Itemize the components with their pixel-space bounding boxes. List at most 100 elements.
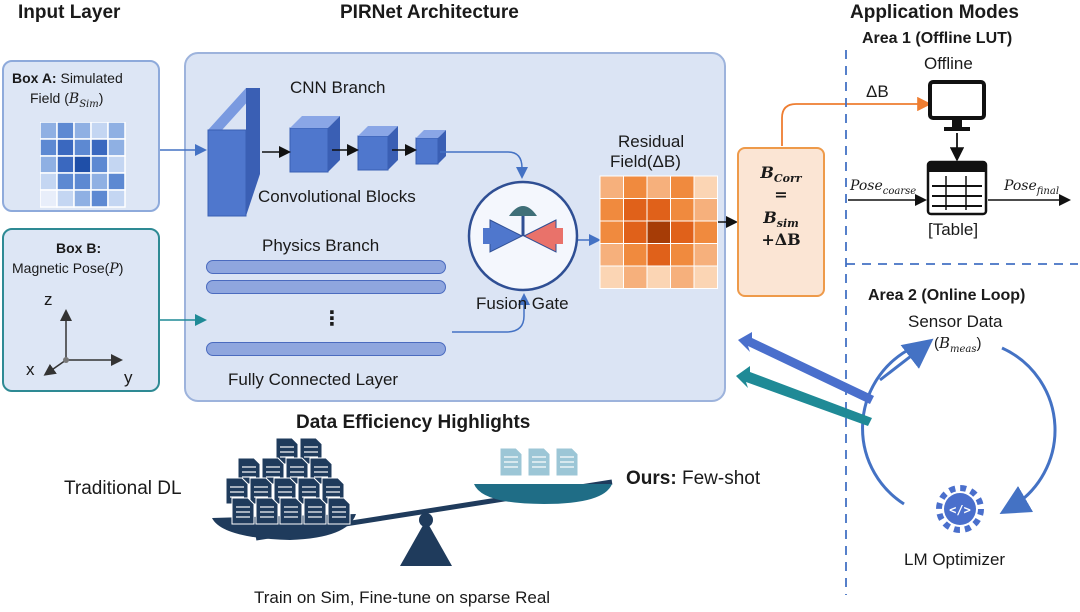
- feedback-arrow-teal: [736, 366, 872, 426]
- coordinate-axes: [43, 309, 123, 376]
- residual-heatmap-cell: [670, 198, 695, 222]
- residual-heatmap-cell: [670, 243, 695, 267]
- document-icon: [303, 497, 327, 525]
- pose-final-symbol: Pose: [1004, 178, 1037, 194]
- residual-heatmap-cell: [646, 175, 671, 199]
- pose-coarse-symbol: Pose: [850, 178, 883, 194]
- residual-heatmap-cell: [646, 243, 671, 267]
- residual-heatmap-cell: [599, 265, 624, 289]
- document-icon: [255, 497, 279, 525]
- bsim-sub: sim: [776, 217, 799, 231]
- feedback-arrow-blue: [738, 332, 874, 404]
- meas-open: (: [934, 335, 939, 352]
- residual-heatmap-cell: [693, 243, 718, 267]
- table-label: [Table]: [928, 220, 979, 239]
- residual-heatmap-cell: [599, 198, 624, 222]
- fusion-gate-valve-icon: [467, 180, 579, 292]
- bcorr-symbol: B: [760, 163, 774, 182]
- axis-x-label: x: [26, 360, 35, 379]
- residual-heatmap-cell: [646, 220, 671, 244]
- equals-sign: =: [774, 185, 788, 205]
- box-b-close: ): [118, 260, 124, 276]
- physics-branch-label: Physics Branch: [262, 236, 380, 255]
- b-corr-equation-box: BCorr = Bsim +ΔB: [737, 147, 825, 297]
- box-a-symbol: B: [68, 91, 80, 107]
- pose-coarse-sub: coarse: [882, 185, 917, 197]
- box-a-close: ): [98, 90, 104, 106]
- axis-z-label: z: [44, 290, 53, 309]
- residual-heatmap-cell: [623, 220, 648, 244]
- residual-heatmap-cell: [623, 198, 648, 222]
- ours-bold-label: Ours:: [626, 468, 677, 489]
- few-shot-label: Few-shot: [681, 468, 761, 489]
- bsim-symbol: B: [763, 208, 777, 228]
- residual-label-1: Residual: [618, 132, 685, 151]
- box-a-label-bold: Box A:: [12, 70, 57, 86]
- document-icon: [279, 497, 303, 525]
- document-icon: [231, 497, 255, 525]
- box-b-symbol: P: [109, 261, 119, 277]
- traditional-dl-label: Traditional DL: [64, 478, 182, 499]
- table-icon: [926, 160, 988, 216]
- physics-bar-1: [206, 260, 446, 274]
- meas-close: ): [976, 335, 982, 352]
- delta-b-label: ΔB: [866, 82, 889, 101]
- physics-bar-2: [206, 280, 446, 294]
- plus-delta-b: +ΔB: [761, 230, 801, 250]
- residual-heatmap-cell: [670, 220, 695, 244]
- box-a-label2: Field (: [30, 90, 69, 106]
- efficiency-title: Data Efficiency Highlights: [296, 412, 531, 433]
- lm-optimizer-gear-icon: </>: [936, 485, 984, 533]
- residual-heatmap-cell: [693, 220, 718, 244]
- area1-title: Area 1 (Offline LUT): [862, 30, 1013, 47]
- cnn-blocks: [207, 88, 446, 217]
- efficiency-caption: Train on Sim, Fine-tune on sparse Real: [254, 588, 551, 607]
- box-b: Box B: Magnetic Pose(P) z x y: [2, 228, 160, 392]
- heatmap-cell: [107, 189, 126, 208]
- offline-label: Offline: [924, 54, 973, 73]
- residual-heatmap-cell: [623, 243, 648, 267]
- box-b-label-bold: Box B:: [56, 240, 102, 256]
- fc-bar: [206, 342, 446, 356]
- residual-heatmap-cell: [670, 265, 695, 289]
- axis-y-label: y: [124, 368, 133, 387]
- few-shot-document-icons: [499, 447, 579, 477]
- document-icon: [327, 497, 351, 525]
- document-icon: [555, 447, 579, 477]
- residual-heatmap-cell: [646, 265, 671, 289]
- residual-heatmap-cell: [670, 175, 695, 199]
- residual-heatmap-cell: [693, 175, 718, 199]
- architecture-title: PIRNet Architecture: [340, 2, 519, 23]
- residual-heatmap-cell: [623, 175, 648, 199]
- box-a-subscript: Sim: [79, 98, 99, 110]
- residual-label-2: Field(ΔB): [610, 152, 681, 171]
- application-modes-title: Application Modes: [850, 2, 1019, 23]
- conv-blocks-label: Convolutional Blocks: [258, 187, 416, 206]
- svg-text:</>: </>: [949, 503, 971, 517]
- large-dataset-document-icons: [225, 437, 351, 525]
- lm-optimizer-label: LM Optimizer: [904, 550, 1006, 569]
- residual-heatmap-cell: [599, 175, 624, 199]
- residual-heatmap-cell: [623, 265, 648, 289]
- monitor-icon: [928, 80, 986, 131]
- residual-heatmap-cell: [693, 265, 718, 289]
- residual-heatmap-cell: [693, 198, 718, 222]
- residual-heatmap-cell: [599, 220, 624, 244]
- simulated-field-heatmap: [40, 122, 126, 208]
- cnn-branch-label: CNN Branch: [290, 78, 386, 97]
- document-icon: [527, 447, 551, 477]
- more-layers-dots: ⋮: [322, 308, 342, 330]
- area2-title: Area 2 (Online Loop): [868, 287, 1026, 304]
- fusion-gate-label: Fusion Gate: [476, 294, 569, 313]
- sensor-data-label: Sensor Data: [908, 312, 1003, 331]
- pose-final-sub: final: [1036, 185, 1060, 197]
- bcorr-sub: Corr: [773, 172, 802, 186]
- meas-sub: meas: [950, 344, 977, 355]
- residual-field-heatmap: [599, 175, 718, 289]
- fc-layer-label: Fully Connected Layer: [228, 370, 399, 389]
- residual-heatmap-cell: [646, 198, 671, 222]
- box-a: Box A: Simulated Field (BSim): [2, 60, 160, 212]
- meas-symbol: B: [939, 334, 951, 352]
- input-layer-title: Input Layer: [18, 2, 121, 23]
